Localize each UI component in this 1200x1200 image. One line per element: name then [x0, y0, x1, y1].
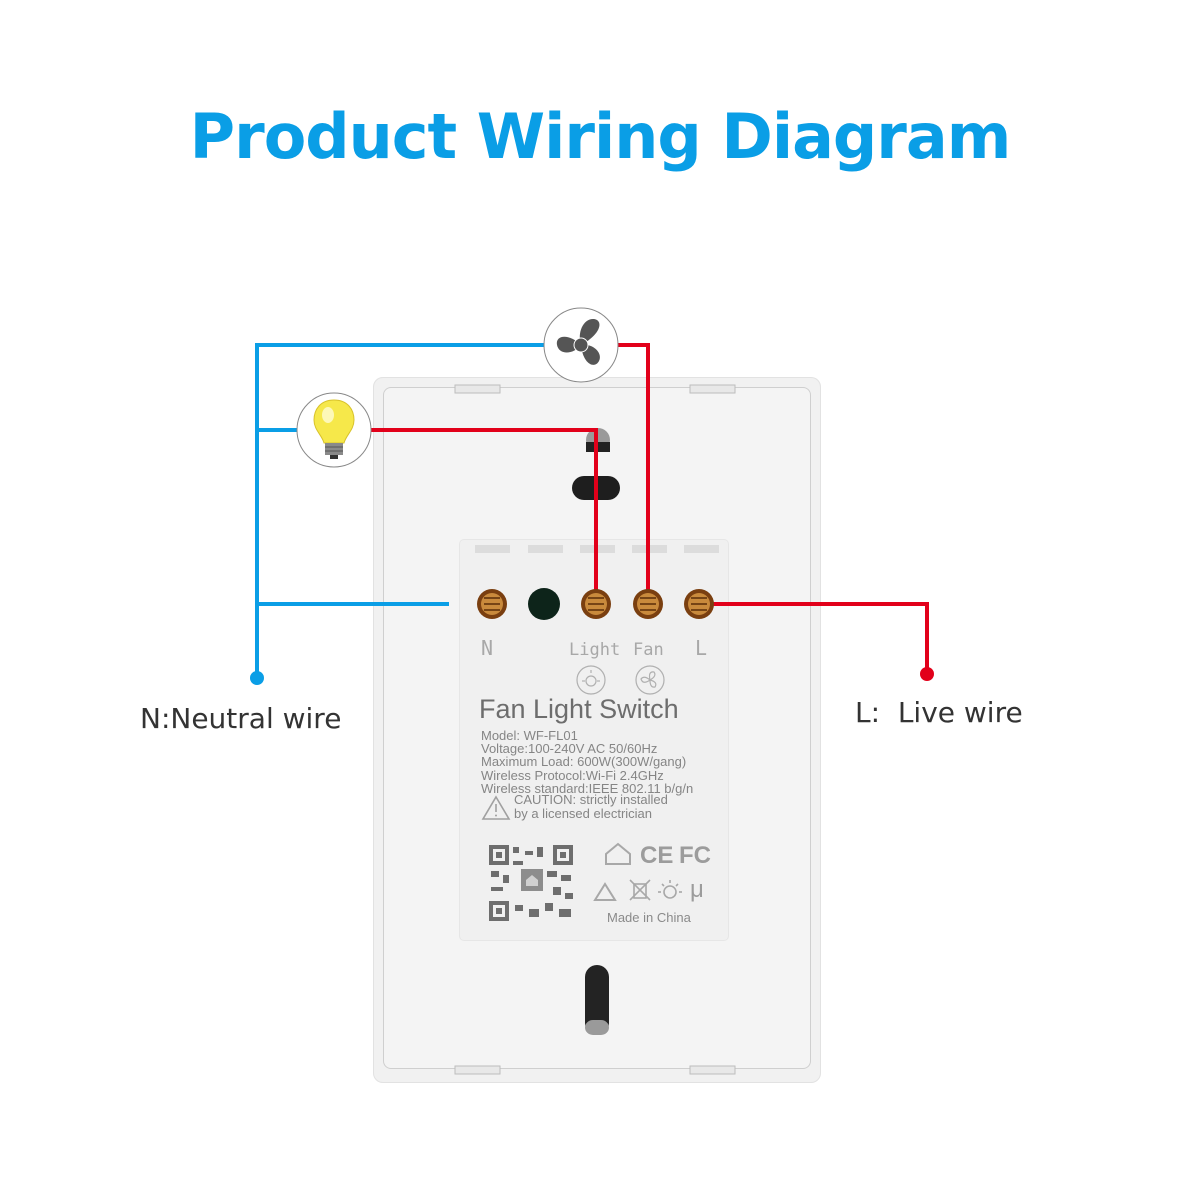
indoor-use-icon: [658, 880, 682, 899]
made-in-label: Made in China: [607, 910, 691, 925]
spec-model: Model: WF-FL01: [481, 728, 578, 743]
page-title: Product Wiring Diagram: [189, 100, 1012, 173]
light-bulb-icon: [296, 392, 372, 468]
terminal-label-light: Light: [569, 640, 621, 660]
caution-line-2: by a licensed electrician: [514, 805, 653, 821]
terminal-label-n: N: [481, 636, 494, 660]
terminal-label-fan: Fan: [633, 640, 664, 660]
spec-max-load: Maximum Load: 600W(300W/gang): [481, 754, 687, 770]
qr-code: [489, 845, 575, 921]
terminal-light: [581, 589, 611, 619]
weee-cert-icon: [629, 879, 651, 901]
neutral-wires: [255, 343, 545, 678]
caution-line-1: CAUTION: strictly installed: [514, 792, 668, 807]
neutral-wire-label: N:Neutral wire: [140, 702, 342, 735]
terminal-fan: [633, 589, 663, 619]
product-name: Fan Light Switch: [479, 694, 679, 724]
fc-mark: FC: [679, 842, 711, 869]
fan-icon: [543, 307, 619, 383]
live-wires: [371, 343, 929, 672]
plate-clips: [454, 384, 736, 1075]
live-wire-label: L: Live wire: [855, 696, 1023, 729]
ce-mark: CE: [640, 842, 674, 869]
spec-list: Model: WF-FL01 Voltage:100-240V AC 50/60…: [481, 729, 693, 795]
spec-standard: Wireless standard:IEEE 802.11 b/g/n: [481, 780, 694, 796]
rcm-cert-icon: [593, 882, 617, 901]
home-cert-icon: [605, 842, 631, 865]
mu-mark: μ: [690, 876, 704, 903]
light-symbol-icon: [576, 665, 606, 695]
spec-voltage: Voltage:100-240V AC 50/60Hz: [481, 741, 658, 757]
neutral-endpoint-dot: [250, 671, 264, 685]
mount-slot-bottom: [585, 965, 609, 1035]
spec-protocol: Wireless Protocol:Wi-Fi 2.4GHz: [481, 767, 664, 783]
terminal-blank: [528, 588, 560, 620]
caution-text: CAUTION: strictly installed by a license…: [514, 793, 668, 820]
live-endpoint-dot: [920, 667, 934, 681]
terminal-label-l: L: [695, 636, 708, 660]
terminal-screws: [477, 588, 714, 620]
fan-symbol-icon: [635, 665, 665, 695]
caution-triangle-icon: [481, 795, 511, 820]
terminal-l: [684, 589, 714, 619]
terminal-n: [477, 589, 507, 619]
